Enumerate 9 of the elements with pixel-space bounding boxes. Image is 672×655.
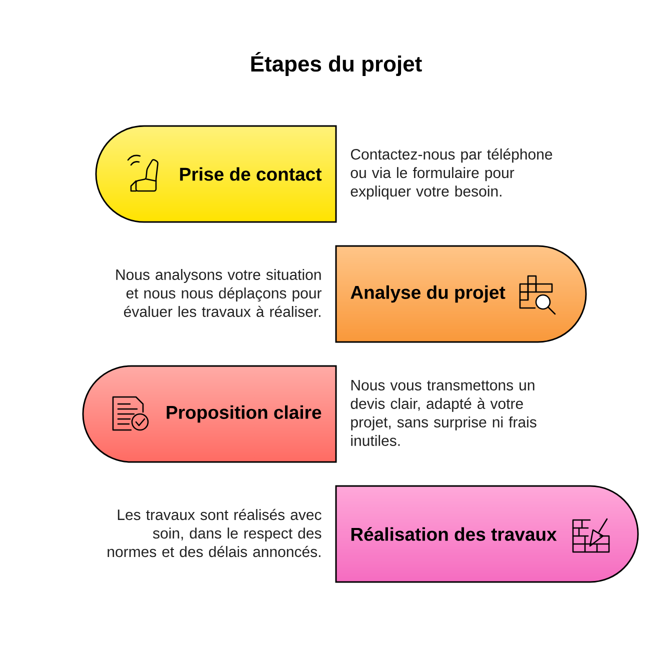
- step-box: Analyse du projet: [335, 245, 587, 343]
- description-text: Nous vous transmettons un devis clair, adapté à votre projet, sans surprise ni frais inutiles.: [350, 380, 536, 446]
- description-text: Contactez-nous par téléphone ou via le formulaire pour expliquer votre besoin.: [350, 148, 552, 200]
- step-box: Proposition claire: [82, 365, 337, 463]
- description-text: Les travaux sont réalisés avec soin, dans le respect des normes et des délais annoncés.: [108, 508, 322, 558]
- step-box: Réalisation des travaux: [335, 485, 639, 583]
- step-box: Prise de contact: [95, 125, 337, 223]
- description-text: Nous analysons votre situation et nous nous déplaçons pour évaluer les travaux à réaliser.: [116, 269, 322, 317]
- title: Étapes du projet: [251, 52, 422, 76]
